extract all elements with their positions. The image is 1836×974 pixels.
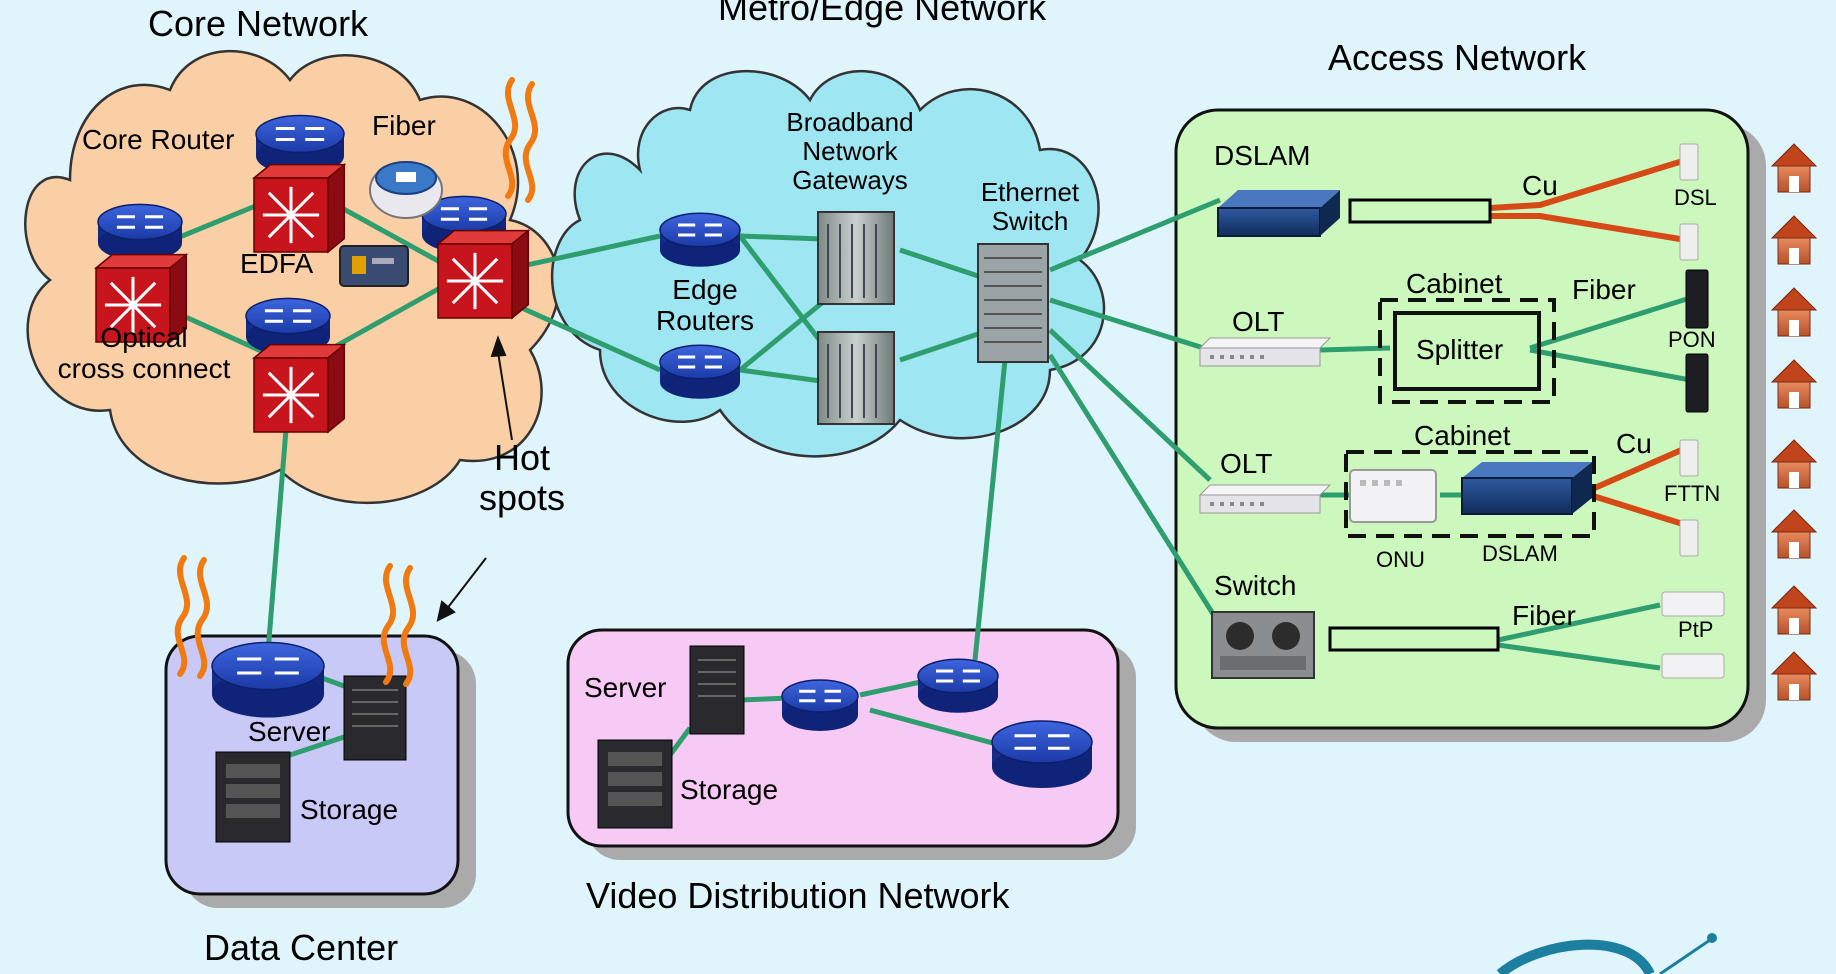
cabinet-outlines xyxy=(1344,298,1596,538)
oxc-right xyxy=(435,229,531,320)
hot-spot-arrows xyxy=(436,335,513,622)
dc-server xyxy=(343,675,407,761)
oxc-bottom xyxy=(251,343,347,434)
routers xyxy=(97,114,1093,788)
cpe-devices xyxy=(1661,143,1725,679)
house-icon xyxy=(1770,651,1818,701)
dsl-modem-2 xyxy=(1679,223,1699,261)
dsl-label: DSL xyxy=(1674,185,1717,210)
dslam-unit-1 xyxy=(1217,190,1340,237)
edfa-label: EDFA xyxy=(240,248,314,279)
data-center-title: Data Center xyxy=(204,927,399,968)
house-icon xyxy=(1770,509,1818,559)
oxc-top xyxy=(251,163,347,254)
fiber-bundles xyxy=(1328,198,1500,652)
splitter-label: Splitter xyxy=(1416,334,1504,365)
cabinet-label-1: Cabinet xyxy=(1406,268,1503,299)
dc-storage xyxy=(215,751,291,843)
cu-label-2: Cu xyxy=(1616,428,1652,459)
video-server xyxy=(689,645,745,735)
bng-rack-2 xyxy=(817,331,895,425)
house-icon xyxy=(1770,215,1818,265)
house-icon xyxy=(1770,287,1818,337)
cu-label-1: Cu xyxy=(1522,170,1558,201)
ptp-device-1 xyxy=(1661,591,1725,617)
fttn-modem-1 xyxy=(1679,439,1699,477)
logo-partial xyxy=(1496,933,1717,974)
olt-label-1: OLT xyxy=(1232,306,1285,337)
fiber-label: Fiber xyxy=(372,110,436,141)
video-server-label: Server xyxy=(584,672,667,703)
network-links xyxy=(146,193,1691,758)
pon-ont-2 xyxy=(1685,353,1709,413)
fttn-label: FTTN xyxy=(1664,481,1721,506)
access-network-box xyxy=(1174,108,1766,742)
pon-label: PON xyxy=(1668,327,1716,352)
olt-unit-1 xyxy=(1198,337,1332,367)
fiber-label-ptp: Fiber xyxy=(1512,600,1576,631)
splitter-box xyxy=(1393,311,1541,391)
hot-spot-flames xyxy=(174,77,539,687)
dc-router xyxy=(211,641,325,718)
bng-rack-1 xyxy=(817,211,895,305)
video-router-2 xyxy=(917,658,999,713)
fiber-spool xyxy=(369,161,443,219)
video-network-title: Video Distribution Network xyxy=(586,875,1010,916)
house-icon xyxy=(1770,439,1818,489)
house-icon xyxy=(1770,143,1818,193)
pon-ont-1 xyxy=(1685,269,1709,329)
oxc-label: Optical cross connect xyxy=(57,322,231,385)
onu-label: ONU xyxy=(1376,547,1425,572)
fttn-modem-2 xyxy=(1679,519,1699,557)
olt-unit-2 xyxy=(1198,484,1332,514)
ptp-label: PtP xyxy=(1678,617,1714,642)
core-network-title: Core Network xyxy=(148,3,369,44)
edge-router-top xyxy=(659,212,741,267)
dslam-unit-2 xyxy=(1461,462,1592,515)
edfa-module xyxy=(339,245,409,287)
bng-label: Broadband Network Gateways xyxy=(786,107,914,196)
fiber-label-pon: Fiber xyxy=(1572,274,1636,305)
olt-label-2: OLT xyxy=(1220,448,1273,479)
core-network-cloud xyxy=(24,50,561,505)
copper-lines xyxy=(1489,157,1688,528)
ethernet-switch-label: Ethernet Switch xyxy=(980,177,1080,237)
edge-router-bottom xyxy=(659,344,741,399)
access-switch xyxy=(1211,611,1315,679)
optical-cross-connects xyxy=(93,163,531,434)
ethernet-switch-chassis xyxy=(977,243,1049,363)
dc-server-label: Server xyxy=(248,716,331,747)
switch-label: Switch xyxy=(1214,570,1297,601)
metro-network-title: Metro/Edge Network xyxy=(718,0,1047,28)
access-network-title: Access Network xyxy=(1328,37,1587,78)
dslam-label-1: DSLAM xyxy=(1214,140,1311,171)
video-storage xyxy=(597,739,673,829)
video-router-1 xyxy=(781,679,859,731)
ptp-device-2 xyxy=(1661,653,1725,679)
core-router-label: Core Router xyxy=(82,124,235,155)
cabinet-label-2: Cabinet xyxy=(1414,420,1511,451)
core-router-left xyxy=(97,203,183,261)
house-icon xyxy=(1770,359,1818,409)
oxc-left xyxy=(93,253,189,344)
dslam-label-2: DSLAM xyxy=(1482,541,1558,566)
house-icon xyxy=(1770,585,1818,635)
video-storage-label: Storage xyxy=(680,774,779,805)
dsl-modem-1 xyxy=(1679,143,1699,181)
onu-unit xyxy=(1349,469,1437,523)
video-router-3 xyxy=(991,720,1093,788)
dc-storage-label: Storage xyxy=(300,794,399,825)
edge-routers-label: Edge Routers xyxy=(655,274,755,337)
houses xyxy=(1770,143,1818,701)
hot-spots-label: Hot spots xyxy=(478,437,566,519)
